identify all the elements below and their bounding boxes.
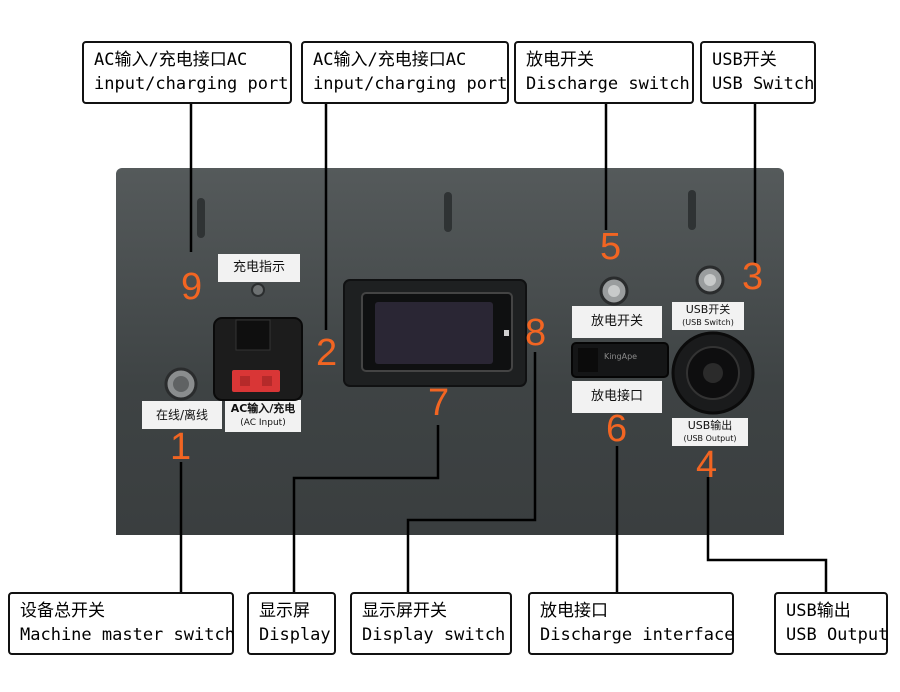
callout-display: 显示屏 Display xyxy=(247,592,336,655)
callout-usb-output: USB输出 USB Output xyxy=(774,592,888,655)
callout-master-switch: 设备总开关 Machine master switch xyxy=(8,592,235,655)
leader-lines xyxy=(179,103,828,594)
discharge-switch-button xyxy=(599,276,629,306)
callout-en: Display switch xyxy=(362,625,506,645)
charge-indicator-led xyxy=(251,283,265,297)
ac-input-label: AC输入/充电 (AC Input) xyxy=(225,400,301,432)
usb-output-label: USB输出 (USB Output) xyxy=(672,418,748,446)
usb-switch-label-cn: USB开关 xyxy=(685,303,731,316)
online-offline-label: 在线/离线 xyxy=(142,401,222,429)
number-3: 3 xyxy=(742,256,764,298)
usb-output-label-en: (USB Output) xyxy=(683,434,737,443)
callout-cn: 设备总开关 xyxy=(20,601,105,621)
brand-text: KingApe xyxy=(604,352,638,361)
display-unit xyxy=(343,279,527,387)
usb-switch-button xyxy=(695,265,725,295)
callout-en: USB Output xyxy=(786,625,889,645)
number-4: 4 xyxy=(696,444,718,486)
usb-switch-label-en: (USB Switch) xyxy=(682,318,734,327)
number-7: 7 xyxy=(428,382,450,424)
callout-ac-input-2: AC输入/充电接口AC input/charging port xyxy=(301,41,509,104)
usb-switch-label: USB开关 (USB Switch) xyxy=(672,302,744,330)
callout-usb-switch: USB开关 USB Switch xyxy=(700,41,816,104)
callout-en: Discharge interface xyxy=(540,625,735,645)
charge-indicator-label: 充电指示 xyxy=(218,254,300,282)
callout-cn: 显示屏开关 xyxy=(362,601,447,621)
callout-display-switch: 显示屏开关 Display switch xyxy=(350,592,512,655)
panel-rib xyxy=(444,192,452,232)
usb-output-label-cn: USB输出 xyxy=(687,419,733,432)
callout-cn: USB开关 xyxy=(712,50,777,70)
callout-discharge-switch: 放电开关 Discharge switch xyxy=(514,41,694,104)
callout-cn: USB输出 xyxy=(786,601,851,621)
callout-cn: 显示屏 xyxy=(259,601,310,621)
callout-en: input/charging port xyxy=(313,74,508,94)
number-6: 6 xyxy=(606,408,628,450)
number-2: 2 xyxy=(316,332,338,374)
callout-en: USB Switch xyxy=(712,74,815,94)
ac-input-label-en: (AC Input) xyxy=(240,418,286,428)
callout-cn: AC输入/充电接口AC xyxy=(94,50,248,70)
callout-en: Display xyxy=(259,625,331,645)
panel-rib xyxy=(688,190,696,230)
callout-en: Discharge switch xyxy=(526,74,690,94)
number-9: 9 xyxy=(181,266,203,308)
callout-en: Machine master switch xyxy=(20,625,235,645)
master-switch-button xyxy=(164,367,198,401)
number-5: 5 xyxy=(600,226,622,268)
callout-en: input/charging port xyxy=(94,74,289,94)
panel-rib xyxy=(197,198,205,238)
callout-cn: AC输入/充电接口AC xyxy=(313,50,467,70)
discharge-switch-label: 放电开关 xyxy=(572,306,662,338)
callout-cn: 放电接口 xyxy=(540,601,608,621)
ac-input-module xyxy=(213,317,303,401)
callout-discharge-interface: 放电接口 Discharge interface xyxy=(528,592,734,655)
callout-cn: 放电开关 xyxy=(526,50,594,70)
discharge-interface-port xyxy=(571,342,669,378)
discharge-port-label: 放电接口 xyxy=(572,381,662,413)
callout-ac-input-1: AC输入/充电接口AC input/charging port xyxy=(82,41,292,104)
number-8: 8 xyxy=(525,312,547,354)
usb-output-port xyxy=(671,331,755,415)
ac-input-label-cn: AC输入/充电 xyxy=(230,402,296,415)
number-1: 1 xyxy=(170,426,192,468)
